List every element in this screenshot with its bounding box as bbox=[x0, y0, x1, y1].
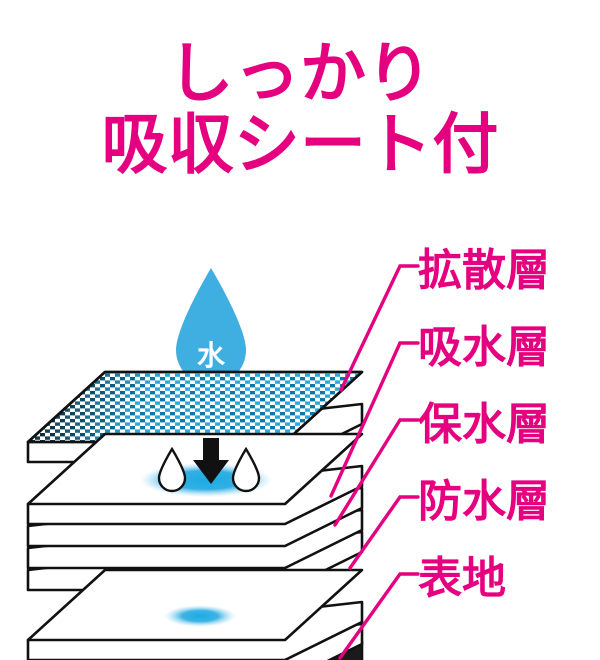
water-droplet-icon: 水 bbox=[176, 268, 246, 385]
headline-line-2: 吸収シート付 bbox=[101, 105, 499, 183]
label-retain: 保水層 bbox=[418, 399, 550, 450]
label-waterproof: 防水層 bbox=[418, 476, 550, 527]
label-absorb: 吸水層 bbox=[418, 322, 550, 373]
label-diffusion: 拡散層 bbox=[418, 245, 550, 296]
leader-lines bbox=[329, 264, 420, 660]
layer-absorb-retain-stack bbox=[26, 432, 364, 592]
layer-label-list: 拡散層 吸水層 保水層 防水層 表地 bbox=[418, 240, 600, 620]
headline: しっかり 吸収シート付 bbox=[0, 35, 600, 183]
leader-facefabric bbox=[338, 572, 420, 660]
label-facefabric: 表地 bbox=[418, 553, 506, 604]
svg-text:水: 水 bbox=[197, 339, 226, 372]
leader-absorb bbox=[329, 341, 420, 498]
leader-retain bbox=[333, 418, 420, 527]
leader-diffusion bbox=[339, 264, 420, 392]
layer-diagram: 水 bbox=[0, 230, 600, 660]
layer-waterproof-facefabric bbox=[26, 568, 364, 660]
headline-line-1: しっかり bbox=[167, 35, 433, 112]
leader-waterproof bbox=[348, 495, 420, 570]
layer-diffusion bbox=[26, 370, 364, 464]
water-pool-small bbox=[164, 605, 236, 627]
